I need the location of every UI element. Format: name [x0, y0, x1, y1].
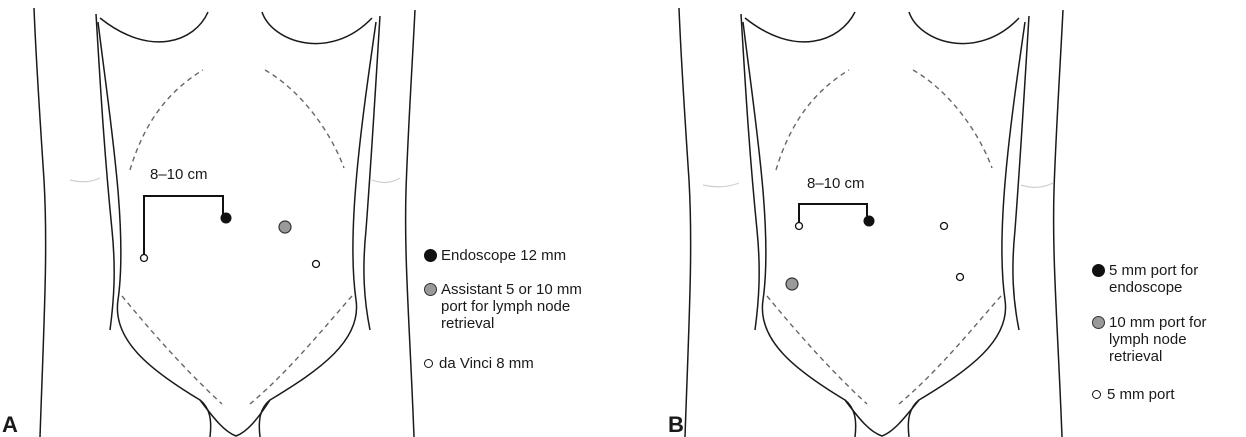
- measurement-bracket: [799, 204, 867, 222]
- legend-label: 5 mm port for endoscope: [1109, 262, 1198, 296]
- torso-outline-right: [406, 10, 415, 437]
- costal-margin-right: [265, 70, 344, 168]
- port-5mm-marker: [796, 223, 803, 230]
- port-10mm-marker: [786, 278, 798, 290]
- filled-black-circle-icon: [1092, 264, 1105, 277]
- legend-label: 10 mm port for lymph node retrieval: [1109, 314, 1207, 365]
- panel-b: 8–10 cm 5 mm port for endoscope 10 mm po…: [623, 0, 1246, 437]
- torso-outline-left: [679, 8, 691, 437]
- hip-mark-left: [70, 178, 100, 182]
- arm-line-left: [741, 14, 759, 330]
- inguinal-line-left: [122, 296, 222, 404]
- panel-a: 8–10 cm Endoscope 12 mm Assistant 5 or 1…: [0, 0, 623, 437]
- panel-label-b: B: [668, 413, 684, 437]
- port-endoscope-marker: [864, 216, 875, 227]
- hip-mark-left: [703, 183, 739, 187]
- abdomen-side-left: [98, 22, 211, 437]
- costal-margin-left: [130, 70, 203, 170]
- filled-black-circle-icon: [424, 249, 437, 262]
- hip-mark-right: [1021, 183, 1053, 187]
- legend-item-davinci-port: da Vinci 8 mm: [424, 355, 582, 372]
- chest-curve-right: [909, 12, 1019, 44]
- arm-line-right: [364, 16, 380, 330]
- panel-label-a: A: [2, 413, 18, 437]
- open-circle-icon: [1092, 390, 1101, 399]
- measurement-label: 8–10 cm: [150, 166, 208, 184]
- legend-item-5mm-port: 5 mm port: [1092, 386, 1207, 403]
- legend-b: 5 mm port for endoscope 10 mm port for l…: [1092, 262, 1207, 403]
- inguinal-line-left: [767, 296, 867, 404]
- torso-outline-right: [1054, 10, 1063, 437]
- port-5mm-marker: [941, 223, 948, 230]
- chest-curve-left: [100, 12, 208, 42]
- legend-item-assistant-port: Assistant 5 or 10 mm port for lymph node…: [424, 281, 582, 355]
- legend-item-endoscope: Endoscope 12 mm: [424, 247, 582, 281]
- filled-gray-circle-icon: [424, 283, 437, 296]
- port-assistant-marker: [279, 221, 291, 233]
- port-5mm-marker: [957, 274, 964, 281]
- legend-label: da Vinci 8 mm: [439, 355, 534, 372]
- port-endoscope-marker: [221, 213, 232, 224]
- abdomen-side-right: [908, 22, 1025, 437]
- legend-item-10mm-port: 10 mm port for lymph node retrieval: [1092, 314, 1207, 386]
- chest-curve-right: [262, 12, 372, 44]
- filled-gray-circle-icon: [1092, 316, 1105, 329]
- port-davinci-marker: [313, 261, 320, 268]
- hip-mark-right: [372, 178, 400, 182]
- legend-a: Endoscope 12 mm Assistant 5 or 10 mm por…: [424, 247, 582, 372]
- open-circle-icon: [424, 359, 433, 368]
- legend-label: 5 mm port: [1107, 386, 1175, 403]
- legend-item-endoscope-port: 5 mm port for endoscope: [1092, 262, 1207, 314]
- measurement-label: 8–10 cm: [807, 175, 865, 193]
- legend-label: Endoscope 12 mm: [441, 247, 566, 264]
- legend-label: Assistant 5 or 10 mm port for lymph node…: [441, 281, 582, 332]
- arm-line-left: [96, 14, 114, 330]
- port-davinci-marker: [141, 255, 148, 262]
- measurement-bracket: [144, 196, 223, 258]
- arm-line-right: [1013, 16, 1029, 330]
- abdomen-side-right: [259, 22, 376, 437]
- costal-margin-right: [913, 70, 992, 168]
- costal-margin-left: [776, 70, 849, 170]
- chest-curve-left: [745, 12, 855, 42]
- torso-outline-left: [34, 8, 46, 437]
